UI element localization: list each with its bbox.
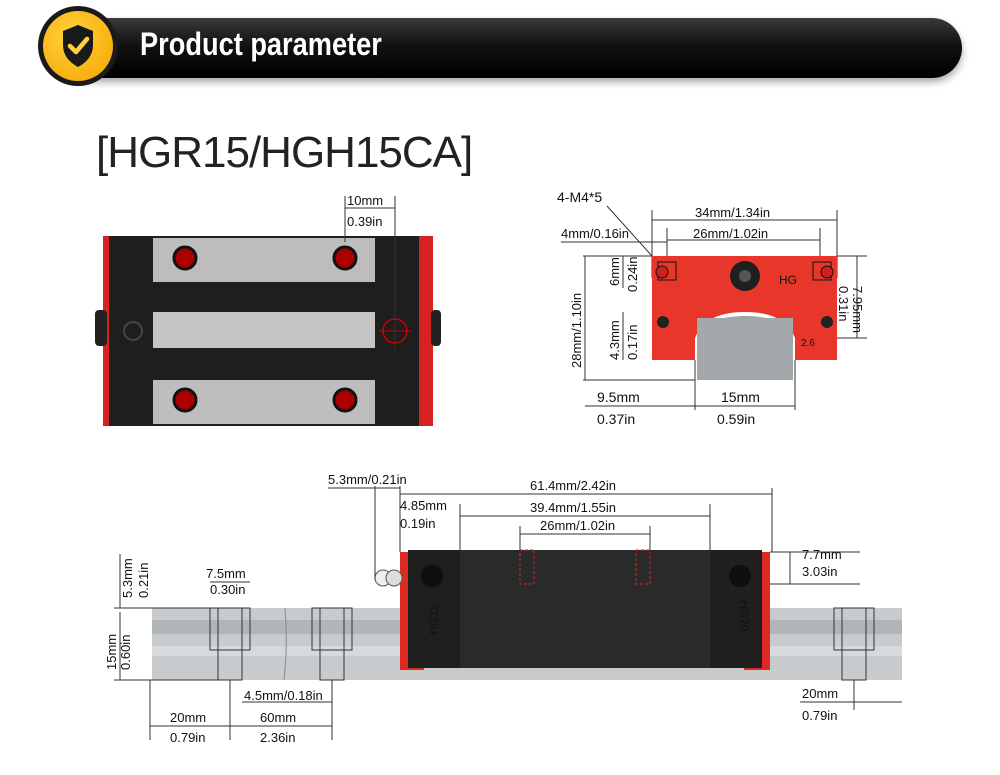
rail-15-in: 0.60in [118, 635, 133, 670]
end-height: 28mm/1.10in [569, 293, 584, 368]
rail-53-in: 0.21in [136, 563, 151, 598]
side-485-mm: 4.85mm [400, 498, 447, 513]
end-off-in: 0.37in [597, 411, 635, 427]
side-394: 39.4mm/1.55in [530, 500, 616, 515]
end-rail-mm: 15mm [721, 389, 760, 405]
body-mark: HG [779, 273, 797, 287]
end-view-diagram: 4-M4*5 34mm/1.34in 26mm/1.02in 4mm/0.16i… [557, 189, 867, 427]
rail-20b-mm: 20mm [802, 686, 838, 701]
top-dim-in: 0.39in [347, 214, 382, 229]
end-off-mm: 9.5mm [597, 389, 640, 405]
side-614: 61.4mm/2.42in [530, 478, 616, 493]
top-dim-mm: 10mm [347, 193, 383, 208]
rail-20b-in: 0.79in [802, 708, 837, 723]
end-low-in: 0.17in [625, 325, 640, 360]
block-mark-right: HG20 [737, 600, 751, 632]
screw-label: 4-M4*5 [557, 189, 602, 205]
rail-75-mm: 7.5mm [206, 566, 246, 581]
side-77-mm: 7.7mm [802, 547, 842, 562]
header-bar [62, 18, 962, 78]
side-53: 5.3mm/0.21in [328, 472, 407, 487]
end-top-mm: 6mm [607, 257, 622, 286]
block-mark-left: HG15 [427, 603, 441, 635]
rail-53-mm: 5.3mm [120, 558, 135, 598]
check-shield-icon [43, 11, 113, 81]
badge [38, 6, 118, 86]
header-title: Product parameter [140, 26, 382, 62]
rail-45: 4.5mm/0.18in [244, 688, 323, 703]
end-top-in: 0.24in [625, 257, 640, 292]
side-77-in: 3.03in [802, 564, 837, 579]
end-low-mm: 4.3mm [607, 320, 622, 360]
side-485-in: 0.19in [400, 516, 435, 531]
side-26: 26mm/1.02in [540, 518, 615, 533]
end-side-in: 0.31in [836, 286, 851, 321]
rail-60-mm: 60mm [260, 710, 296, 725]
rail-60-in: 2.36in [260, 730, 295, 745]
end-width: 34mm/1.34in [695, 205, 770, 220]
end-hole-span: 26mm/1.02in [693, 226, 768, 241]
rail-20-in: 0.79in [170, 730, 205, 745]
body-mark-2: 2.6 [801, 338, 815, 349]
rail-20-mm: 20mm [170, 710, 206, 725]
top-view-diagram: 10mm 0.39in [95, 193, 441, 426]
end-side-mm: 7.95mm [850, 286, 865, 333]
model-title: [HGR15/HGH15CA] [96, 128, 473, 177]
end-rail-in: 0.59in [717, 411, 755, 427]
end-hole-dia: 4mm/0.16in [561, 226, 629, 241]
rail-75-in: 0.30in [210, 582, 245, 597]
rail-15-mm: 15mm [104, 634, 119, 670]
side-view-diagram: HG15 HG20 5.3mm/0.21in 61.4mm/2.42in 4.8… [104, 472, 902, 745]
